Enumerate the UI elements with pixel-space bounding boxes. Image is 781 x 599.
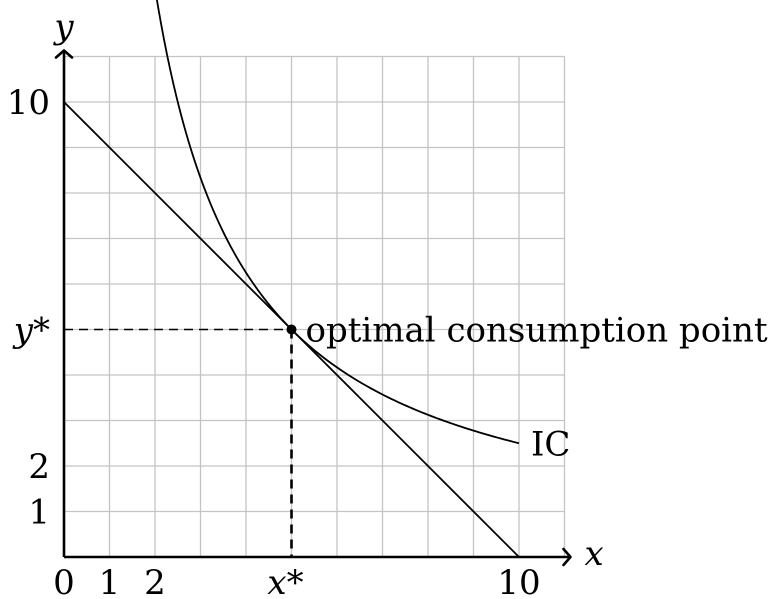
y-axis-label: y [52, 7, 74, 47]
x-axis-label: x [585, 534, 604, 574]
y-tick-label: 10 [7, 83, 50, 123]
x-tick-label: 1 [99, 563, 121, 599]
y-axis-arrow [54, 49, 74, 59]
optimal-point-guides [64, 328, 293, 557]
optimal-point-marker [286, 324, 297, 335]
y-tick-label: 2 [28, 447, 50, 487]
x-axis-arrow [562, 547, 572, 567]
x-tick-label: 10 [497, 563, 540, 599]
y-tick-labels: 1 2 y* 10 [7, 83, 50, 533]
ic-label: IC [531, 424, 570, 464]
indifference-curve-line [156, 0, 520, 445]
x-tick-label: 0 [53, 563, 75, 599]
optimal-point-label: optimal consumption point [306, 311, 768, 351]
x-tick-label: x* [267, 563, 303, 599]
y-tick-label: 1 [28, 493, 50, 533]
y-tick-label: y* [12, 311, 50, 351]
grid [64, 55, 566, 557]
axes [54, 49, 572, 567]
x-tick-label: 2 [144, 563, 166, 599]
